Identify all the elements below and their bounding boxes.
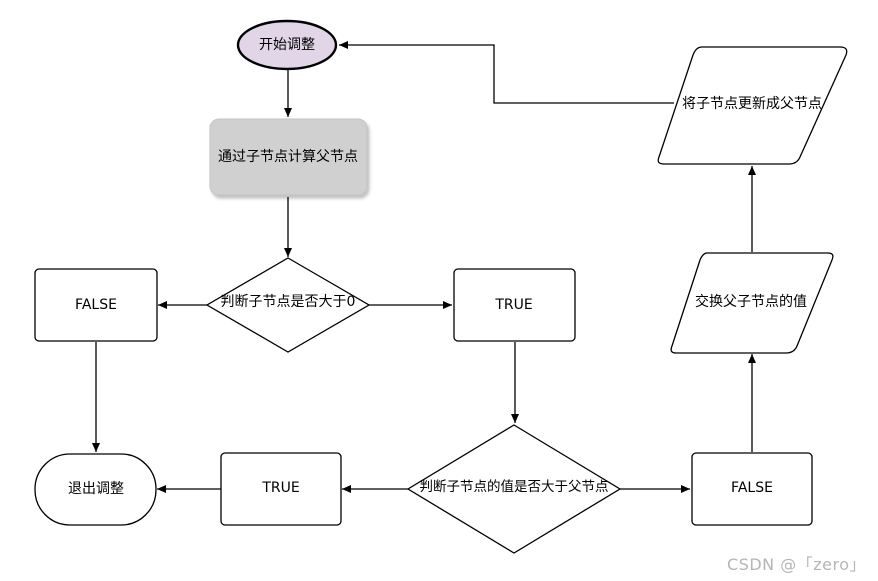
true1-box-shape [453,268,576,342]
node-false-1: FALSE [34,268,158,342]
false1-box-shape [34,268,158,342]
false2-box-shape [691,452,813,526]
decision2-label: 判断子节点的值是否大于父节点 [420,479,609,495]
true2-label: TRUE [261,480,299,496]
decision1-diamond-shape [205,257,371,353]
swap-label: 交换父子节点的值 [695,293,807,310]
watermark: CSDN @「zero」 [727,555,866,574]
start-label: 开始调整 [259,37,315,53]
edge-update-to-start [339,41,674,104]
node-compute-parent: 通过子节点计算父节点 [209,118,368,196]
update-io-shape [657,46,848,165]
exit-terminator-shape [34,453,157,526]
node-start: 开始调整 [236,19,338,71]
swap-io-shape [670,252,834,354]
true2-box-shape [220,452,342,526]
update-label: 将子节点更新成父节点 [682,96,822,112]
start-terminator-shape [236,19,338,71]
true1-label: TRUE [494,297,532,313]
exit-label: 退出调整 [68,481,124,497]
node-update-child: 将子节点更新成父节点 [657,46,848,165]
compute-process-shape [209,118,368,196]
node-true-1: TRUE [453,268,576,342]
node-check-child-gt-parent: 判断子节点的值是否大于父节点 [406,424,622,554]
false2-label: FALSE [731,480,773,496]
node-true-2: TRUE [220,452,342,526]
node-false-2: FALSE [691,452,813,526]
decision2-diamond-shape [406,424,622,554]
node-check-child-gt-zero: 判断子节点是否大于0 [205,257,371,353]
node-exit: 退出调整 [34,453,157,526]
node-swap: 交换父子节点的值 [670,252,834,354]
compute-label: 通过子节点计算父节点 [218,149,358,165]
false1-label: FALSE [75,297,117,313]
decision1-label: 判断子节点是否大于0 [221,294,356,310]
edges [92,41,756,493]
